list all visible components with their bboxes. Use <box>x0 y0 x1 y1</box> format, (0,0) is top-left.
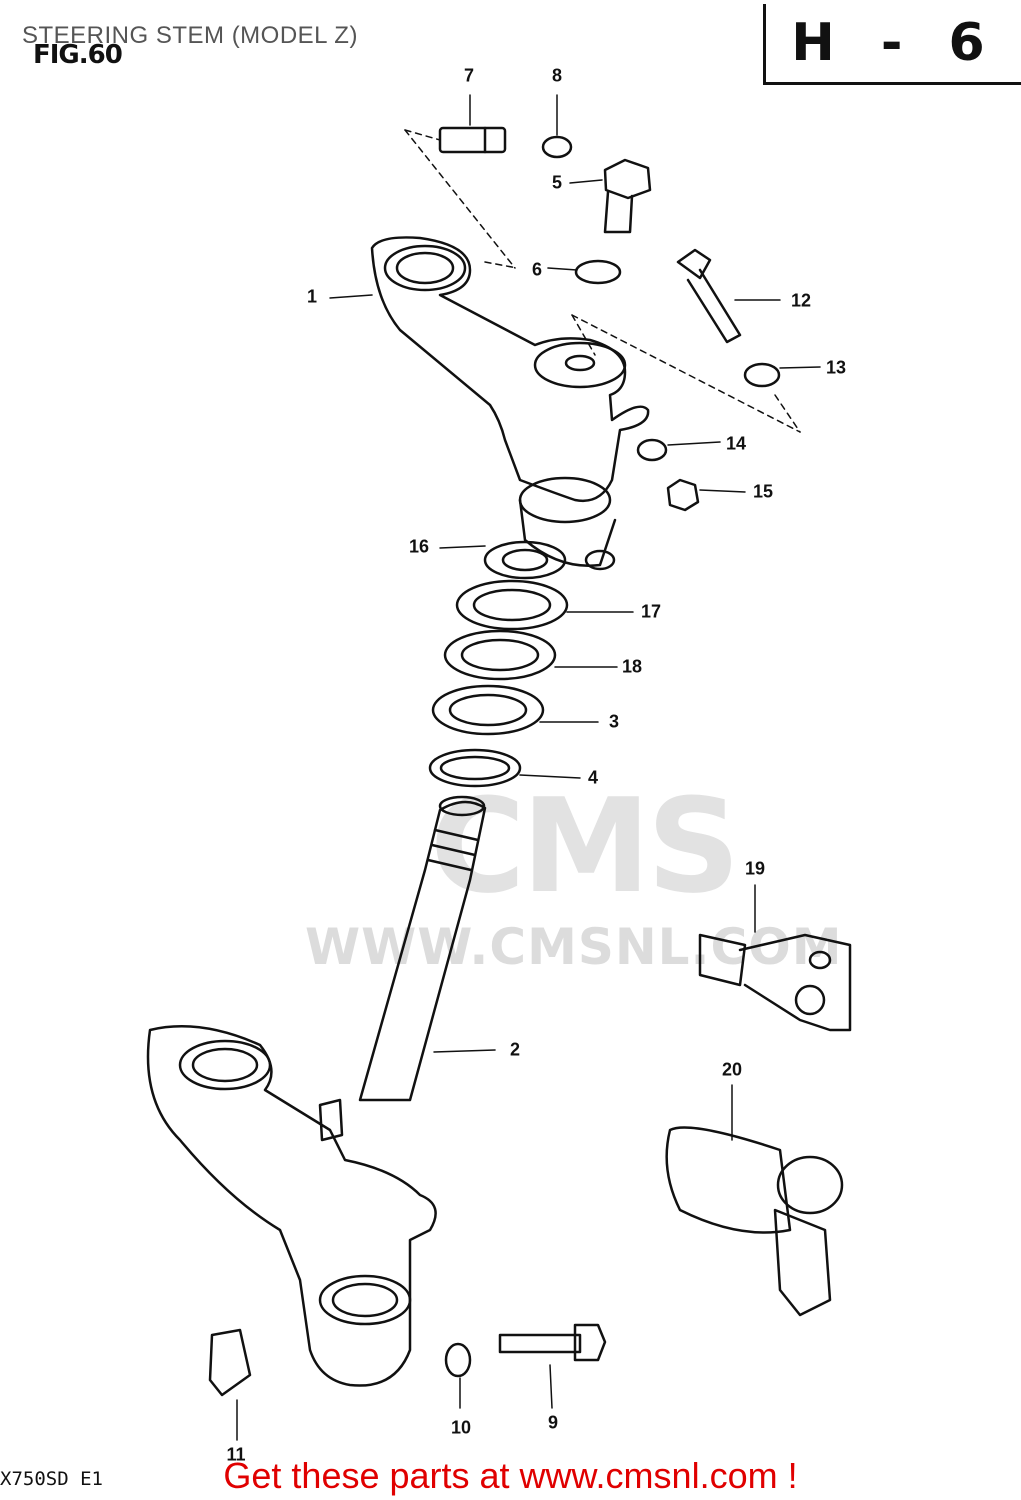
callout-10[interactable]: 10 <box>450 1417 472 1438</box>
callout-11[interactable]: 11 <box>226 1444 246 1465</box>
callout-19[interactable]: 19 <box>744 858 766 879</box>
figure-label: FIG.60 <box>33 40 123 70</box>
callout-17[interactable]: 17 <box>640 601 662 622</box>
model-code: X750SD E1 <box>0 1468 103 1490</box>
washer-10 <box>444 1342 472 1378</box>
assembly-guides <box>404 129 801 433</box>
callout-18[interactable]: 18 <box>621 656 643 677</box>
lower-bracket-part <box>146 1025 437 1387</box>
callout-1[interactable]: 1 <box>306 286 318 307</box>
callout-16[interactable]: 16 <box>408 536 430 557</box>
callout-5[interactable]: 5 <box>551 172 563 193</box>
callout-13[interactable]: 13 <box>825 357 847 378</box>
buy-parts-link[interactable]: Get these parts at www.cmsnl.com ! <box>223 1455 798 1496</box>
watermark-brand: CMS <box>430 770 740 922</box>
callout-8[interactable]: 8 <box>551 65 563 86</box>
bearing-stack-part <box>428 540 569 788</box>
washer-6 <box>574 259 622 285</box>
bolt-12 <box>676 248 742 344</box>
section-code: H - 6 <box>791 13 999 73</box>
steering-lock-part <box>698 933 852 1032</box>
washer-8 <box>541 135 573 159</box>
section-box: H - 6 <box>763 4 1021 85</box>
nut-15 <box>666 478 700 512</box>
callout-4[interactable]: 4 <box>587 767 599 788</box>
callout-12[interactable]: 12 <box>790 290 812 311</box>
callout-3[interactable]: 3 <box>608 711 620 732</box>
callout-6[interactable]: 6 <box>531 259 543 280</box>
bolt-5 <box>603 158 652 234</box>
clip-11 <box>208 1328 252 1397</box>
callout-15[interactable]: 15 <box>752 481 774 502</box>
callout-2[interactable]: 2 <box>509 1039 521 1060</box>
upper-bracket-part <box>370 236 650 571</box>
callout-14[interactable]: 14 <box>725 433 747 454</box>
washer-13 <box>743 362 781 388</box>
callout-7[interactable]: 7 <box>463 65 475 86</box>
lock-washer-14 <box>636 438 668 462</box>
callout-20[interactable]: 20 <box>721 1059 743 1080</box>
callout-9[interactable]: 9 <box>547 1412 559 1433</box>
leader-lines <box>236 94 821 1441</box>
steering-stem-part <box>358 795 487 1102</box>
page-title: STEERING STEM (MODEL Z) <box>22 22 358 49</box>
bolt-7 <box>438 126 507 154</box>
lock-cover-part <box>665 1126 844 1317</box>
bolt-9 <box>498 1323 607 1362</box>
